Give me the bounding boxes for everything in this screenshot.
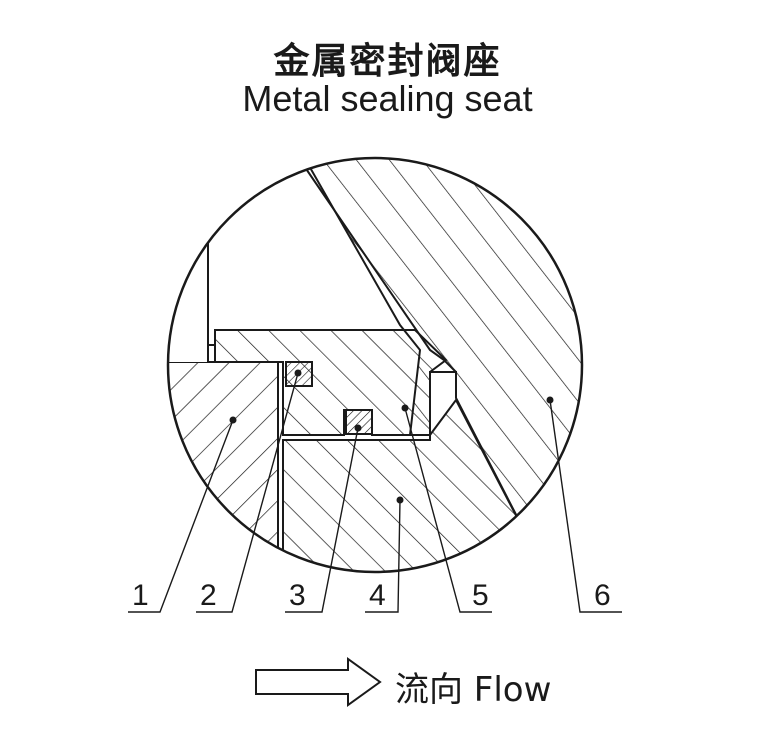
flow-arrow-icon — [255, 657, 382, 707]
detail-circle — [166, 156, 584, 574]
callout-5: 5 — [472, 579, 489, 612]
leader-line-3 — [285, 427, 359, 613]
callout-3: 3 — [289, 579, 306, 612]
title-chinese: 金属密封阀座 — [273, 41, 502, 82]
flow-label: 流向 Flow — [395, 670, 552, 710]
leader-line-5 — [404, 407, 492, 613]
leader-line-1 — [128, 419, 234, 613]
title-english: Metal sealing seat — [242, 78, 533, 119]
part-3-seal — [345, 409, 373, 435]
leader-line-6 — [549, 399, 622, 613]
callout-6: 6 — [594, 579, 611, 612]
callout-2: 2 — [200, 579, 217, 612]
callout-1: 1 — [132, 579, 149, 612]
leader-line-2 — [196, 372, 299, 613]
part-1-housing — [168, 361, 279, 572]
leader-line-4 — [365, 499, 401, 613]
callout-4: 4 — [369, 579, 386, 612]
